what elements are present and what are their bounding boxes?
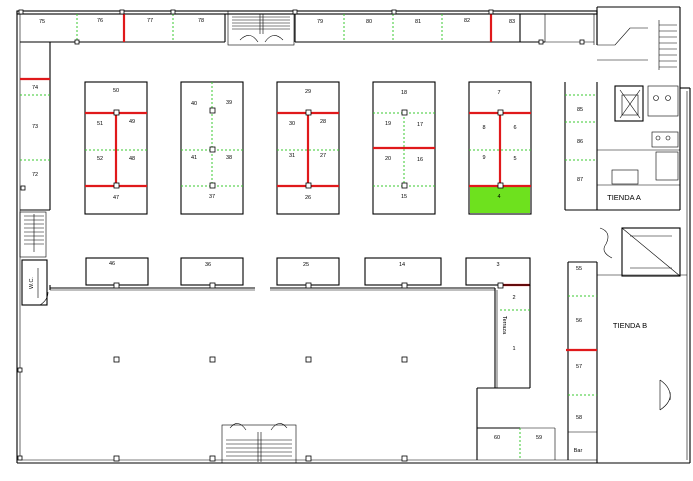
unit-73[interactable]: 73	[32, 124, 38, 130]
unit-74[interactable]: 74	[32, 85, 38, 91]
unit-26[interactable]: 26	[305, 195, 311, 201]
unit-28[interactable]: 28	[320, 119, 326, 125]
unit-38[interactable]: 38	[226, 155, 232, 161]
unit-5[interactable]: 5	[513, 156, 516, 162]
unit-8[interactable]: 8	[482, 125, 485, 131]
unit-76[interactable]: 76	[97, 18, 103, 24]
island-blocks	[84, 81, 532, 215]
unit-51[interactable]: 51	[97, 121, 103, 127]
wc-label: W.C.	[29, 277, 35, 289]
unit-78[interactable]: 78	[198, 18, 204, 24]
unit-30[interactable]: 30	[289, 121, 295, 127]
bottom-right-shops	[477, 261, 598, 463]
unit-83[interactable]: 83	[509, 19, 515, 25]
unit-29[interactable]: 29	[305, 89, 311, 95]
unit-18[interactable]: 18	[401, 90, 407, 96]
bar-label: Bar	[574, 448, 583, 454]
unit-85[interactable]: 85	[577, 107, 583, 113]
unit-6[interactable]: 6	[513, 125, 516, 131]
unit-52[interactable]: 52	[97, 156, 103, 162]
unit-49[interactable]: 49	[129, 119, 135, 125]
tienda-a-label[interactable]: TIENDA A	[607, 193, 641, 202]
unit-27[interactable]: 27	[320, 153, 326, 159]
unit-14[interactable]: 14	[399, 262, 405, 268]
unit-7[interactable]: 7	[497, 90, 500, 96]
unit-47[interactable]: 47	[113, 195, 119, 201]
unit-77[interactable]: 77	[147, 18, 153, 24]
unit-40[interactable]: 40	[191, 101, 197, 107]
unit-55[interactable]: 55	[576, 266, 582, 272]
unit-82[interactable]: 82	[464, 18, 470, 24]
unit-4[interactable]: 4	[497, 194, 500, 200]
tienda-b-label[interactable]: TIENDA B	[613, 321, 647, 330]
top-shop-row	[18, 9, 594, 46]
unit-50[interactable]: 50	[113, 88, 119, 94]
unit-3[interactable]: 3	[496, 262, 499, 268]
unit-17[interactable]: 17	[417, 122, 423, 128]
unit-46[interactable]: 46	[109, 261, 115, 267]
unit-60[interactable]: 60	[494, 435, 500, 441]
terraza-label: Terraza	[501, 316, 507, 335]
unit-72[interactable]: 72	[32, 172, 38, 178]
unit-75[interactable]: 75	[39, 19, 45, 25]
unit-39[interactable]: 39	[226, 100, 232, 106]
unit-86[interactable]: 86	[577, 139, 583, 145]
unit-15[interactable]: 15	[401, 194, 407, 200]
unit-80[interactable]: 80	[366, 19, 372, 25]
highlighted-unit-4[interactable]	[470, 186, 530, 213]
unit-59[interactable]: 59	[536, 435, 542, 441]
unit-41[interactable]: 41	[191, 155, 197, 161]
unit-1[interactable]: 1	[512, 346, 515, 352]
unit-31[interactable]: 31	[289, 153, 295, 159]
unit-25[interactable]: 25	[303, 262, 309, 268]
unit-36[interactable]: 36	[205, 262, 211, 268]
unit-57[interactable]: 57	[576, 364, 582, 370]
unit-58[interactable]: 58	[576, 415, 582, 421]
unit-87[interactable]: 87	[577, 177, 583, 183]
unit-20[interactable]: 20	[385, 156, 391, 162]
unit-labels: 75 76 77 78 79 80 81 82 83 74 73 72 50 5…	[29, 18, 647, 454]
unit-81[interactable]: 81	[415, 19, 421, 25]
unit-37[interactable]: 37	[209, 194, 215, 200]
unit-9[interactable]: 9	[482, 155, 485, 161]
lower-hall-walls	[49, 283, 531, 464]
tienda-b-area	[597, 274, 687, 411]
unit-19[interactable]: 19	[385, 121, 391, 127]
unit-2[interactable]: 2	[512, 295, 515, 301]
unit-56[interactable]: 56	[576, 318, 582, 324]
right-shop-column	[564, 20, 681, 277]
unit-79[interactable]: 79	[317, 19, 323, 25]
left-shop-column	[19, 42, 51, 306]
unit-48[interactable]: 48	[129, 156, 135, 162]
lower-kiosk-row	[17, 257, 531, 462]
unit-16[interactable]: 16	[417, 157, 423, 163]
